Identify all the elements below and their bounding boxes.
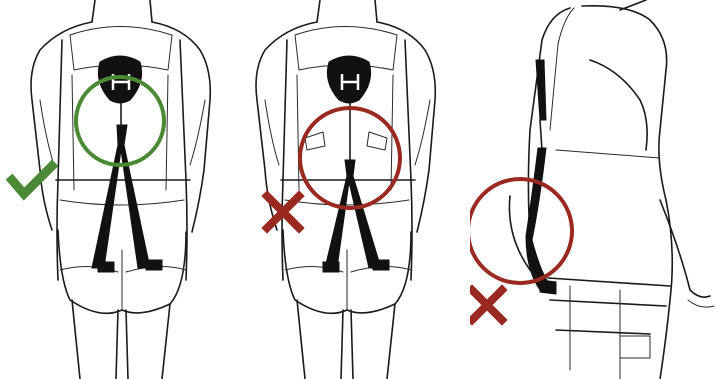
panel-side-loose (470, 0, 716, 379)
side-view-figure-incorrect (470, 0, 716, 379)
incorrect-area-circle (470, 179, 572, 283)
cross-mark-icon (472, 290, 502, 320)
back-view-figure-incorrect (235, 0, 470, 379)
harness-logo-icon (327, 56, 370, 103)
panel-too-high (235, 0, 470, 379)
panel-correct-fit (0, 0, 235, 379)
check-mark-icon (12, 166, 52, 194)
back-view-figure-correct (0, 0, 235, 379)
